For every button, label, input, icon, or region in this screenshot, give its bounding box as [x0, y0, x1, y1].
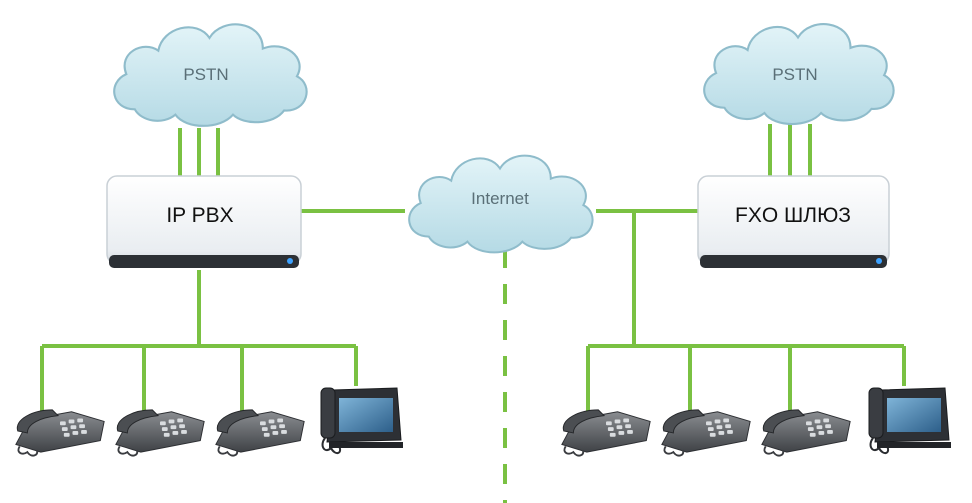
analog-phone-icon [214, 408, 306, 457]
analog-phone-icon [760, 408, 852, 457]
analog-phone-icon [114, 408, 206, 457]
cloud-label: PSTN [183, 65, 228, 84]
pstn-cloud-right: PSTN [703, 23, 895, 126]
ip-pbx-device: IP PBX [106, 175, 302, 268]
video-ip-phone-icon [867, 386, 953, 455]
fxo-gateway-device: FXO ШЛЮЗ [697, 175, 890, 268]
device-label: IP PBX [166, 204, 233, 227]
cloud-label: Internet [471, 189, 529, 208]
pstn-cloud-left: PSTN [113, 23, 308, 127]
left-phones [14, 386, 405, 457]
left-site-links [40, 128, 405, 412]
status-led [876, 258, 882, 264]
analog-phone-icon [14, 408, 106, 457]
right-phones [560, 386, 953, 457]
right-site-links [586, 124, 906, 412]
internet-cloud: Internet [408, 154, 594, 254]
video-ip-phone-icon [319, 386, 405, 455]
analog-phone-icon [560, 408, 652, 457]
analog-phone-icon [660, 408, 752, 457]
status-led [287, 258, 293, 264]
device-label: FXO ШЛЮЗ [735, 204, 851, 227]
cloud-label: PSTN [772, 65, 817, 84]
